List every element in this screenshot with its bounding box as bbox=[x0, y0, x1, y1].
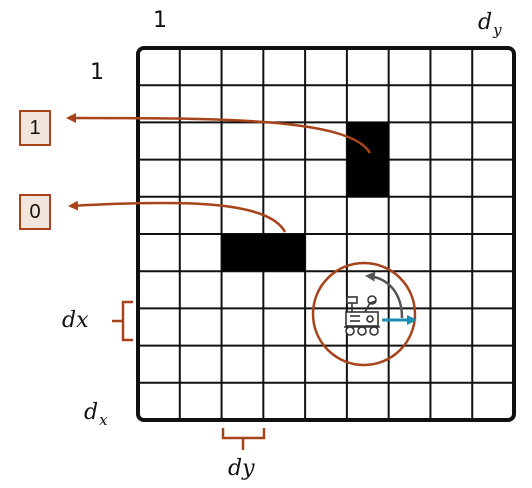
left-axis-start-label: 1 bbox=[90, 60, 104, 85]
occupied-arrow bbox=[66, 113, 372, 154]
horizontal-obstacle bbox=[221, 234, 306, 272]
occupied-value-box: 1 bbox=[19, 110, 51, 146]
dx-bracket bbox=[121, 300, 133, 342]
rover-robot-icon bbox=[344, 295, 380, 336]
robot-range-circle bbox=[311, 261, 417, 367]
obstacles bbox=[221, 122, 389, 272]
free-arrow bbox=[68, 200, 287, 233]
dx-cell-size-label: dx bbox=[62, 308, 89, 333]
top-axis-start-label: 1 bbox=[153, 8, 167, 33]
free-value-box: 0 bbox=[19, 194, 51, 230]
dy-bracket bbox=[221, 428, 266, 440]
rotation-arrow bbox=[365, 271, 404, 319]
dy-cell-size-label: dy bbox=[228, 456, 255, 481]
grid-lines bbox=[138, 48, 514, 420]
vertical-obstacle bbox=[346, 122, 389, 197]
dy-total-label: dy bbox=[478, 10, 502, 39]
dx-total-label: dx bbox=[84, 400, 108, 429]
